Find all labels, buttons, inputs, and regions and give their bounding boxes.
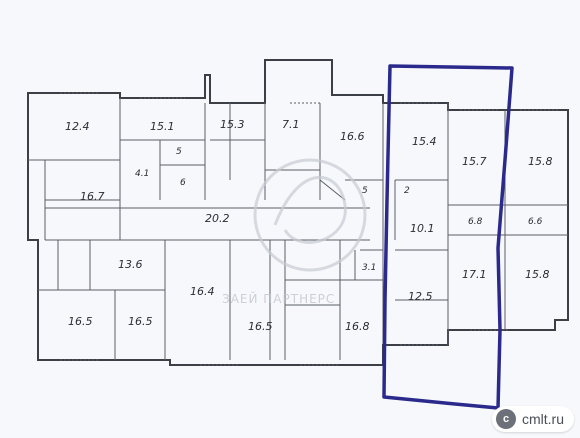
room-area-label: 15.7 [462, 155, 487, 168]
interior-walls [28, 98, 568, 360]
watermark-logo [253, 158, 367, 272]
room-area-label: 15.1 [150, 120, 175, 133]
room-area-label: 2 [404, 186, 410, 196]
room-area-label: 17.1 [462, 268, 487, 281]
room-area-label: 13.6 [118, 258, 143, 271]
room-area-label: 4.1 [135, 169, 149, 179]
room-area-label: 16.5 [68, 315, 93, 328]
room-area-label: 6.8 [468, 217, 483, 227]
highlight-outline [382, 64, 514, 410]
room-area-label: 3.1 [362, 263, 376, 273]
watermark-text: ЗАЕЙ ПАРТНЕРС [222, 291, 335, 306]
room-area-label: 12.4 [65, 120, 90, 133]
room-area-label: 5 [362, 186, 368, 196]
room-area-label: 15.4 [412, 135, 437, 148]
room-area-label: 16.8 [345, 320, 370, 333]
watermark-swirl [273, 175, 347, 244]
room-area-label: 15.8 [528, 155, 553, 168]
room-area-label: 6.6 [528, 217, 543, 227]
room-area-label: 7.1 [282, 118, 300, 131]
room-area-label: 20.2 [205, 212, 230, 225]
room-area-label: 15.3 [220, 118, 245, 131]
room-area-label: 15.8 [525, 268, 550, 281]
room-area-label: 12.5 [408, 290, 433, 303]
room-area-label: 5 [176, 147, 182, 157]
outer-wall [27, 59, 569, 366]
room-area-label: 16.6 [340, 130, 365, 143]
room-area-label: 10.1 [410, 222, 435, 235]
source-logo-icon: c [496, 409, 516, 429]
window-marks [60, 92, 560, 366]
room-area-label: 16.5 [248, 320, 273, 333]
room-area-label: 6 [180, 178, 186, 188]
room-area-label: 16.7 [80, 190, 105, 203]
room-area-label: 16.4 [190, 285, 215, 298]
room-area-label: 16.5 [128, 315, 153, 328]
source-badge: c cmlt.ru [492, 406, 574, 432]
source-badge-text: cmlt.ru [522, 411, 564, 427]
